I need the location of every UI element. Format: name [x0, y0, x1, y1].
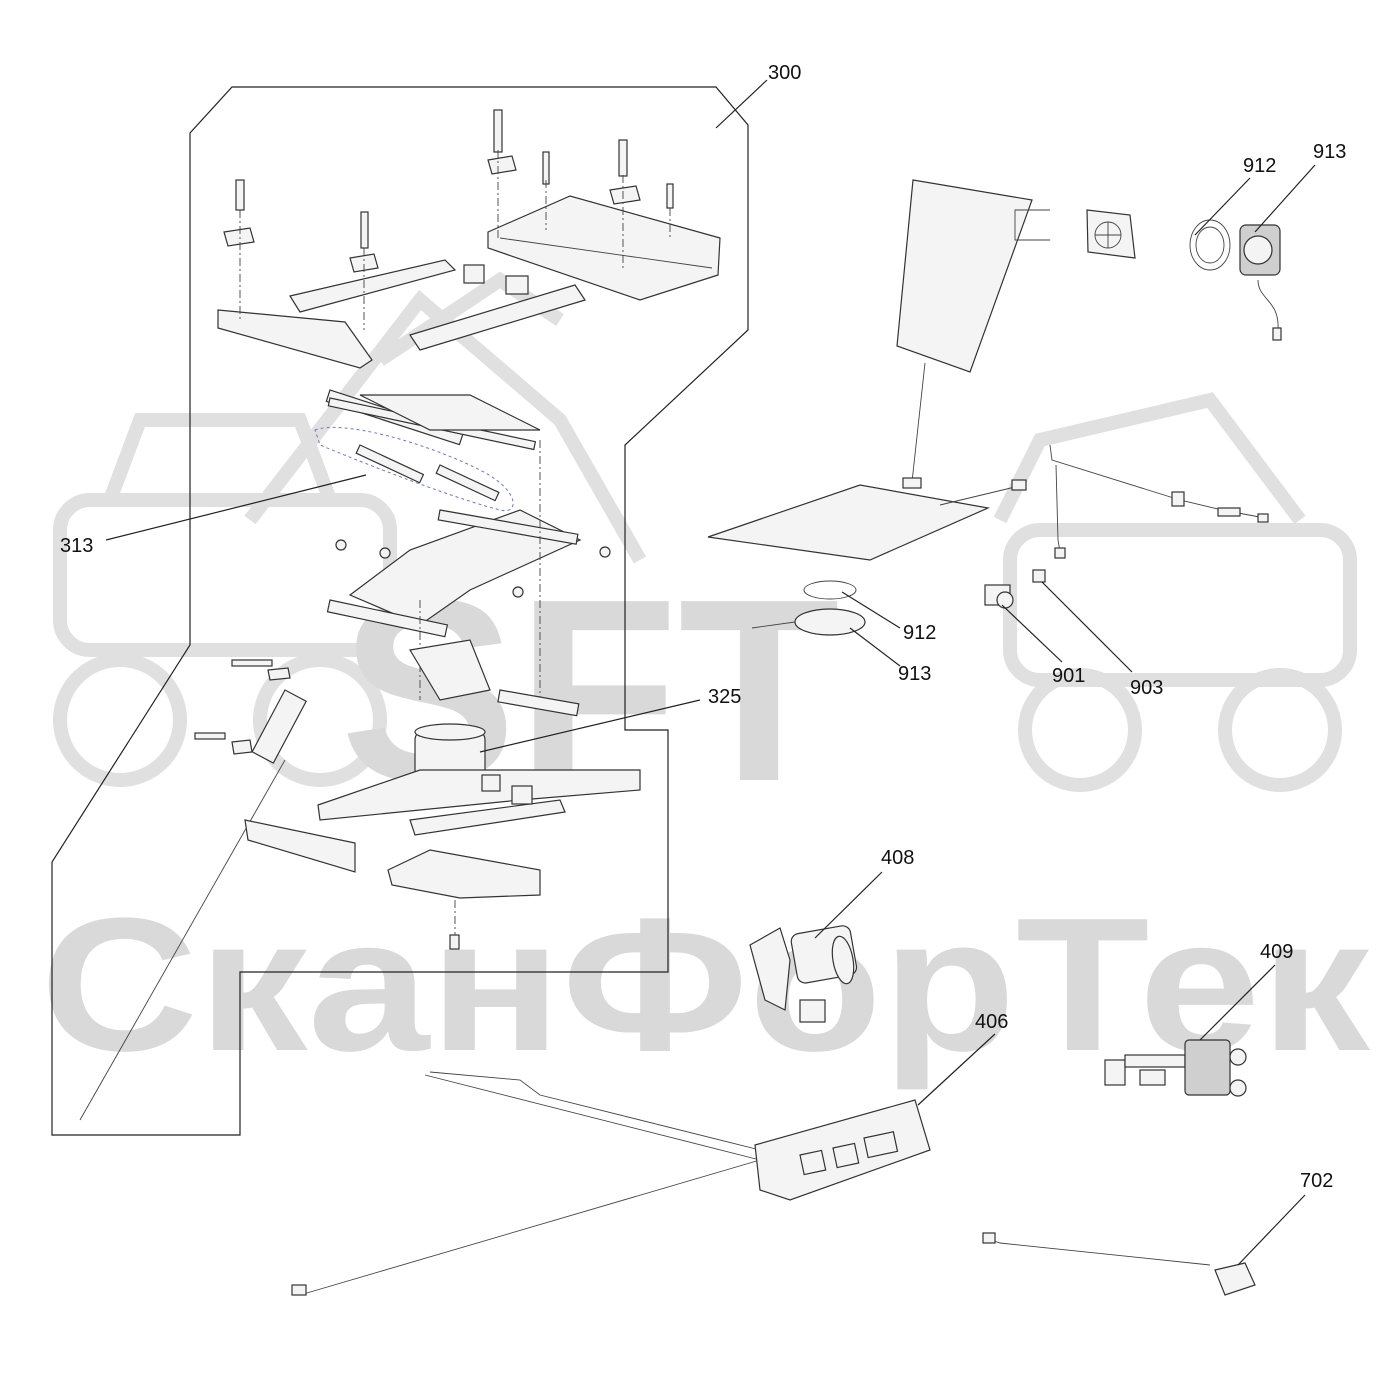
wiring-harness	[1049, 444, 1269, 559]
callout-406: 406	[975, 1011, 1008, 1033]
callout-313: 313	[60, 535, 93, 557]
motor-408	[749, 925, 858, 1023]
switch-903	[1032, 569, 1046, 583]
group-300-outline	[51, 86, 749, 1136]
shock-absorber	[79, 689, 308, 1121]
callout-901: 901	[1052, 665, 1085, 687]
callout-408: 408	[881, 847, 914, 869]
watermark: SFT СканФорТек	[40, 271, 1371, 1091]
cable-702	[982, 1232, 1256, 1296]
callout-702: 702	[1300, 1170, 1333, 1192]
leader-lines	[105, 79, 1316, 1266]
callout-913-top: 913	[1313, 141, 1346, 163]
switch-901	[984, 584, 1014, 609]
callout-325: 325	[708, 686, 741, 708]
callout-912-cushion: 912	[903, 622, 936, 644]
callout-409: 409	[1260, 941, 1293, 963]
backrest-assembly	[896, 179, 1282, 489]
valve-409	[1104, 1039, 1247, 1097]
callout-300: 300	[768, 62, 801, 84]
seat-cushion-assembly	[707, 479, 1027, 636]
air-spring	[414, 723, 486, 781]
callout-913-cushion: 913	[898, 663, 931, 685]
frame-bolt	[223, 109, 674, 295]
control-panel-406	[291, 1071, 931, 1296]
callout-912-top: 912	[1243, 155, 1276, 177]
callout-903: 903	[1130, 677, 1163, 699]
seat-frame-assembly	[79, 109, 721, 1121]
